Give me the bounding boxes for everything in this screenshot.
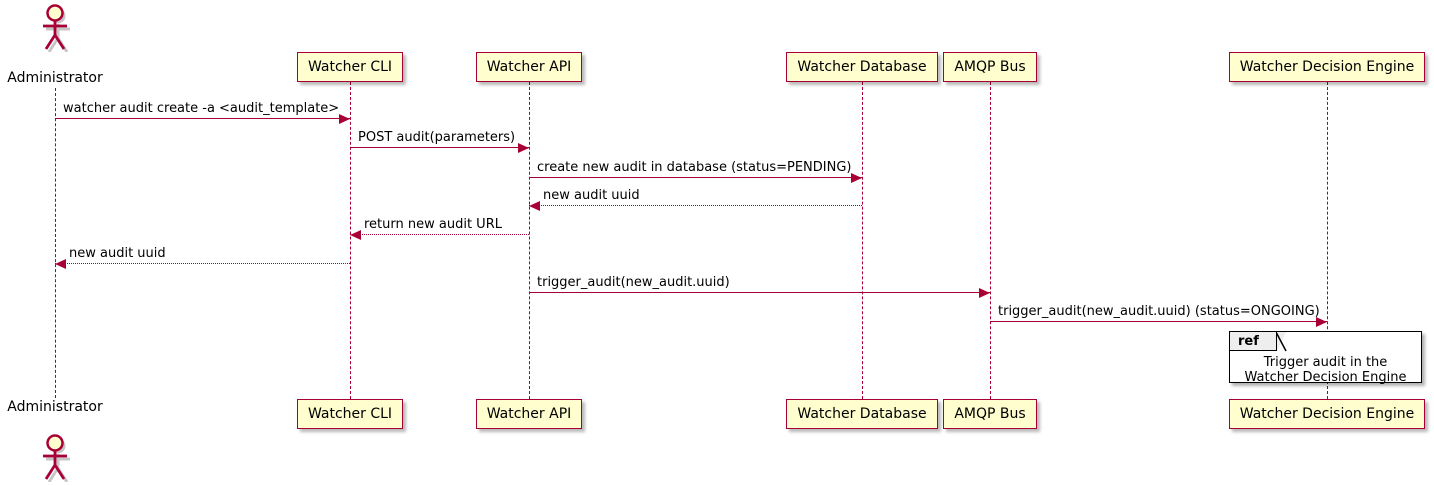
message-arrowhead-1 [518,142,529,153]
participant-watcher-decision-engine-top: Watcher Decision Engine [1228,52,1426,82]
message-arrowhead-2 [851,172,862,183]
message-line-0 [55,118,350,119]
message-line-5 [55,263,350,264]
message-label-7: trigger_audit(new_audit.uuid) (status=ON… [998,304,1320,319]
ref-fragment-tab-corner-line [1275,331,1289,352]
message-label-0: watcher audit create -a <audit_template> [63,101,340,116]
participant-label: AMQP Bus [954,406,1026,422]
participant-watcher-cli-top: Watcher CLI [296,52,404,82]
ref-fragment-tab-label: ref [1238,333,1259,349]
participant-watcher-database-top: Watcher Database [786,52,938,82]
actor-label-administrator-bottom: Administrator [7,399,103,415]
participant-label: Watcher Database [797,59,927,75]
message-label-6: trigger_audit(new_audit.uuid) [537,275,730,290]
message-label-3: new audit uuid [543,188,640,203]
participant-watcher-api-bottom: Watcher API [475,399,583,429]
participant-label: AMQP Bus [954,59,1026,75]
participant-watcher-decision-engine-bottom: Watcher Decision Engine [1228,399,1426,429]
message-line-6 [529,292,990,293]
actor-figure-icon [43,434,70,483]
ref-fragment-text-line: Trigger audit in the [1263,355,1388,370]
lifeline-watcher-decision-engine [1327,82,1328,399]
participant-label: Watcher Decision Engine [1239,406,1415,422]
ref-fragment-tab: ref [1230,332,1277,351]
message-arrowhead-5 [55,258,66,269]
participant-label: Watcher API [486,406,572,422]
participant-watcher-cli-bottom: Watcher CLI [296,399,404,429]
message-line-2 [529,177,862,178]
participant-watcher-database-bottom: Watcher Database [786,399,938,429]
participant-amqp-bus-top: AMQP Bus [943,52,1037,82]
message-line-1 [350,147,529,148]
participant-watcher-api-top: Watcher API [475,52,583,82]
message-arrowhead-3 [529,200,540,211]
participant-label: Watcher CLI [307,59,393,75]
ref-fragment-text-line: Watcher Decision Engine [1244,370,1407,385]
participant-label: Watcher CLI [307,406,393,422]
message-arrowhead-0 [339,113,350,124]
message-line-3 [529,205,862,206]
lifeline-watcher-cli [350,82,351,399]
message-label-5: new audit uuid [69,246,166,261]
message-label-1: POST audit(parameters) [358,130,516,145]
participant-amqp-bus-bottom: AMQP Bus [943,399,1037,429]
lifeline-watcher-database [862,82,863,399]
actor-label-administrator-top: Administrator [7,70,103,86]
message-label-2: create new audit in database (status=PEN… [537,160,852,175]
participant-label: Watcher API [486,59,572,75]
message-arrowhead-7 [1316,316,1327,327]
message-label-4: return new audit URL [364,217,502,232]
message-arrowhead-6 [979,287,990,298]
lifeline-administrator [55,88,56,398]
actor-figure-icon [43,4,70,53]
message-line-4 [350,234,529,235]
actor-administrator-top [31,2,79,53]
message-arrowhead-4 [350,229,361,240]
message-line-7 [990,321,1327,322]
participant-label: Watcher Database [797,406,927,422]
lifeline-amqp-bus [990,82,991,399]
actor-administrator-bottom [31,432,79,483]
lifeline-watcher-api [529,82,530,399]
participant-label: Watcher Decision Engine [1239,59,1415,75]
